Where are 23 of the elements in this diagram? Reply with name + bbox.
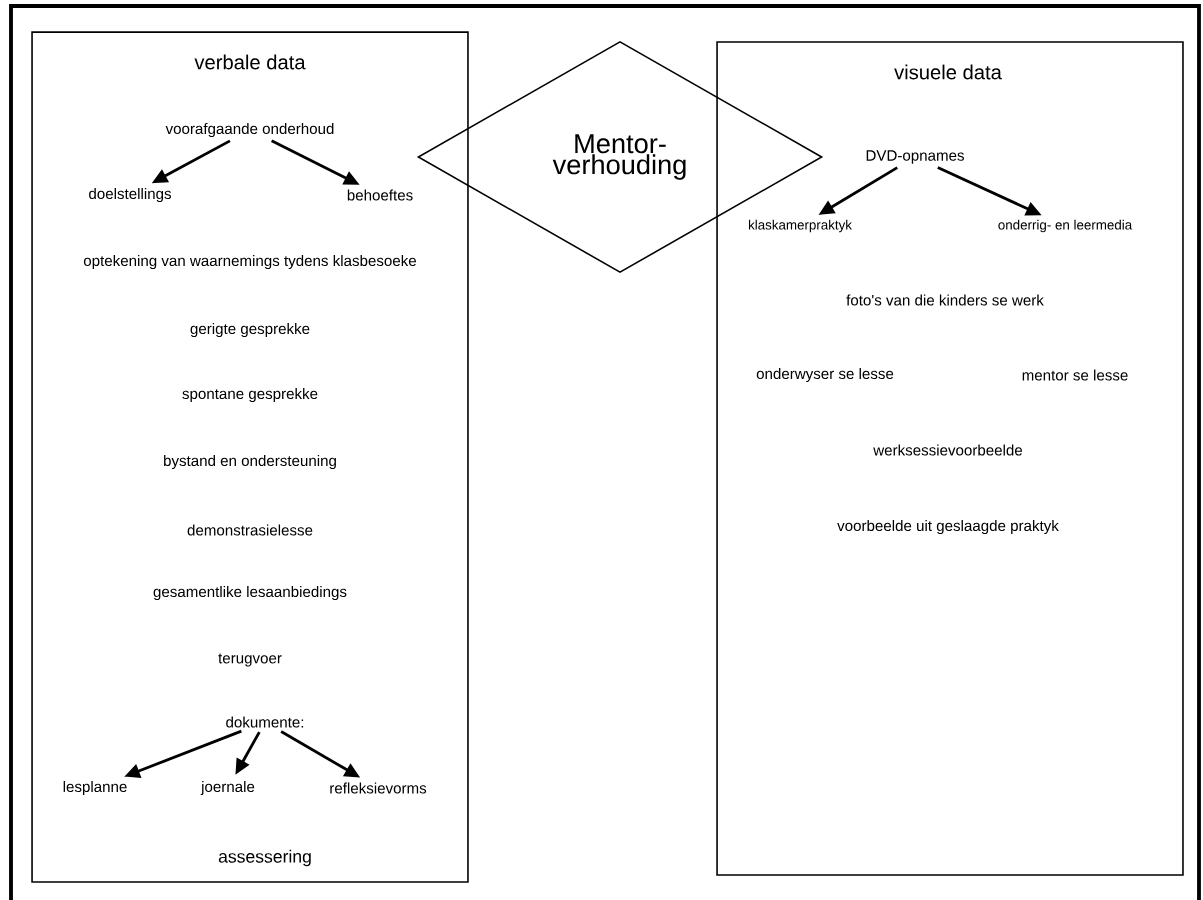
item-text: mentor se lesse: [1022, 369, 1128, 381]
item-text: terugvoer: [218, 653, 282, 667]
item-text: spontane gesprekke: [182, 387, 318, 403]
item-text: DVD-opnames: [866, 150, 964, 164]
item-text: gesamentlike lesaanbiedings: [153, 585, 347, 601]
item-text: demonstrasielesse: [187, 524, 313, 536]
item-text: voorafgaande onderhoud: [165, 122, 334, 138]
item-text: dokumente:: [226, 716, 304, 728]
item-text: joernale: [200, 781, 255, 796]
item-text: bystand en ondersteuning: [164, 454, 336, 470]
item-text: optekening van waarnemings tydens klasbesoeke: [83, 254, 416, 270]
item-text: onderwyser se lesse: [756, 367, 894, 383]
item-text: gerigte gesprekke: [190, 322, 310, 338]
item-text: werksessievoorbeelde: [873, 444, 1023, 456]
item-text: lesplanne: [63, 781, 127, 796]
item-text: onderrig- en leermedia: [998, 219, 1133, 233]
item-text: voorbeelde uit geslaagde praktyk: [837, 519, 1059, 535]
item-text: klaskamerpraktyk: [749, 219, 852, 233]
item-text: assessering: [218, 849, 311, 867]
item-text: foto's van die kinders se werk: [846, 294, 1044, 306]
item-text: doelstellings: [89, 187, 171, 203]
item-text: refleksievorms: [330, 782, 427, 794]
item-text: behoeftes: [347, 189, 413, 201]
